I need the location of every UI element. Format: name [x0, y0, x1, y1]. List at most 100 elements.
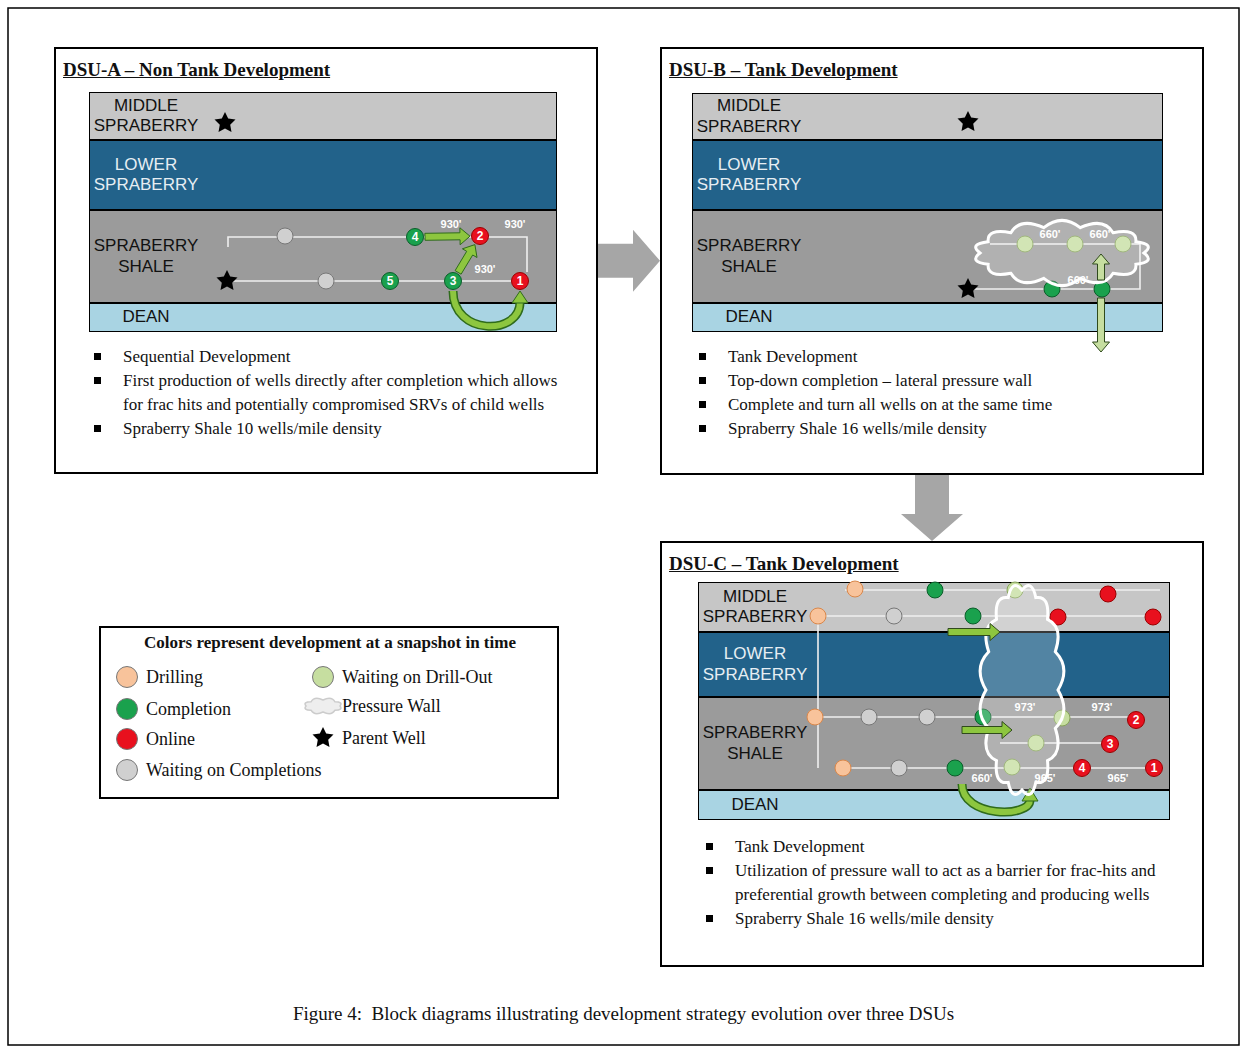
bullet-square [699, 353, 706, 360]
connector-arrow [512, 291, 528, 303]
band-label: MIDDLE SPRABERRY [699, 587, 811, 628]
well-marker [891, 760, 907, 776]
growth-arrow [962, 722, 1012, 739]
legend-box [100, 627, 558, 798]
well-marker [965, 608, 981, 624]
band-label: MIDDLE SPRABERRY [90, 96, 202, 137]
well-number: 2 [1133, 713, 1140, 727]
bullet-text: Tank Development [735, 837, 865, 856]
growth-arrow [948, 624, 1000, 641]
dimension-label: 973' [1092, 701, 1113, 713]
bullet-item: Complete and turn all wells on at the sa… [699, 393, 1179, 417]
bullet-list: Tank DevelopmentUtilization of pressure … [706, 835, 1176, 931]
legend-text: Parent Well [342, 728, 426, 749]
growth-arrow [1093, 254, 1110, 280]
well-marker [810, 608, 826, 624]
bullet-square [94, 377, 101, 384]
legend-text: Pressure Wall [342, 696, 441, 717]
bullet-text: Tank Development [728, 347, 858, 366]
dimension-label: 660' [972, 772, 993, 784]
bullet-item: Sequential Development [94, 345, 574, 369]
well-marker [1145, 609, 1161, 625]
band-label: SPRABERRY SHALE [90, 236, 202, 277]
well-marker [847, 581, 863, 597]
bullet-item: Top-down completion – lateral pressure w… [699, 369, 1179, 393]
well-number-circle: 1 [511, 272, 529, 290]
band-label: DEAN [90, 307, 202, 327]
bullet-text: Spraberry Shale 16 wells/mile density [728, 419, 987, 438]
panel-box: DSU-C – Tank DevelopmentTank Development… [660, 541, 1204, 967]
pressure-wall [980, 586, 1064, 795]
band-label: SPRABERRY SHALE [699, 723, 811, 764]
well-marker [1100, 586, 1116, 602]
strata-band: LOWER SPRABERRY [698, 632, 1170, 697]
bullet-text: Top-down completion – lateral pressure w… [728, 371, 1032, 390]
bullet-text: Utilization of pressure wall to act as a… [735, 861, 1156, 904]
bullet-square [699, 377, 706, 384]
bullet-list: Tank DevelopmentTop-down completion – la… [699, 345, 1179, 441]
well-number-circle: 2 [1127, 711, 1145, 729]
bullet-text: First production of wells directly after… [123, 371, 557, 414]
connector [598, 230, 660, 292]
strata-band: DEAN [698, 790, 1170, 820]
dimension-label: 965' [1108, 772, 1129, 784]
well-number-circle: 3 [1101, 735, 1119, 753]
bullet-square [94, 353, 101, 360]
pressure-wall-swatch [305, 698, 341, 713]
well-path [228, 237, 527, 281]
dimension-label: 930' [505, 218, 526, 230]
band-label: DEAN [699, 795, 811, 815]
strata-band: SPRABERRY SHALE 4 2 5 3 1 [89, 210, 557, 303]
connector [453, 291, 528, 326]
well-number: 4 [412, 230, 419, 244]
connector-curve [453, 291, 520, 326]
bullet-square [94, 425, 101, 432]
band-label: MIDDLE SPRABERRY [693, 96, 805, 137]
legend-swatch [116, 728, 138, 750]
well-number-circle: 3 [444, 272, 462, 290]
strata-band: MIDDLE SPRABERRY [89, 92, 557, 140]
legend-text: Waiting on Drill-Out [342, 667, 493, 688]
legend-title: Colors represent development at a snapsh… [144, 633, 516, 653]
panel-box: DSU-A – Non Tank DevelopmentSequential D… [54, 47, 598, 474]
connector [455, 245, 477, 275]
strata-band: DEAN [692, 303, 1163, 332]
growth-arrow [1093, 298, 1110, 352]
bullet-text: Spraberry Shale 10 wells/mile density [123, 419, 382, 438]
legend-swatch [116, 666, 138, 688]
well-number: 2 [477, 229, 484, 243]
bullet-item: Tank Development [706, 835, 1176, 859]
well-marker [927, 582, 943, 598]
pressure-wall [976, 220, 1149, 285]
connector-arrow [455, 245, 477, 275]
figure-caption: Figure 4: Block diagrams illustrating de… [0, 1003, 1247, 1025]
legend-swatch [116, 698, 138, 720]
well-number: 3 [1107, 737, 1114, 751]
dimension-label: 930' [475, 263, 496, 275]
bullet-square [706, 915, 713, 922]
well-number: 5 [387, 274, 394, 288]
bullet-item: Spraberry Shale 16 wells/mile density [706, 907, 1176, 931]
well-marker [277, 228, 293, 244]
well-marker [835, 760, 851, 776]
dimension-label: 930' [441, 218, 462, 230]
bullet-square [706, 867, 713, 874]
bullet-text: Spraberry Shale 16 wells/mile density [735, 909, 994, 928]
well-marker [318, 273, 334, 289]
well-marker [807, 709, 823, 725]
legend-text: Completion [146, 699, 231, 720]
legend-swatch [116, 759, 138, 781]
well-number: 4 [1079, 761, 1086, 775]
bullet-square [706, 843, 713, 850]
band-label: LOWER SPRABERRY [90, 155, 202, 196]
well-number-circle: 1 [1145, 759, 1163, 777]
dimension-label: 660' [1068, 274, 1089, 286]
dsu-b-wells [958, 111, 1149, 352]
dsu-c-wells [807, 581, 1161, 812]
strata-band: LOWER SPRABERRY [692, 140, 1163, 210]
well-number-circle: 5 [381, 272, 399, 290]
panel-heading: DSU-C – Tank Development [669, 553, 899, 575]
well-marker [886, 608, 902, 624]
band-label: SPRABERRY SHALE [693, 236, 805, 277]
